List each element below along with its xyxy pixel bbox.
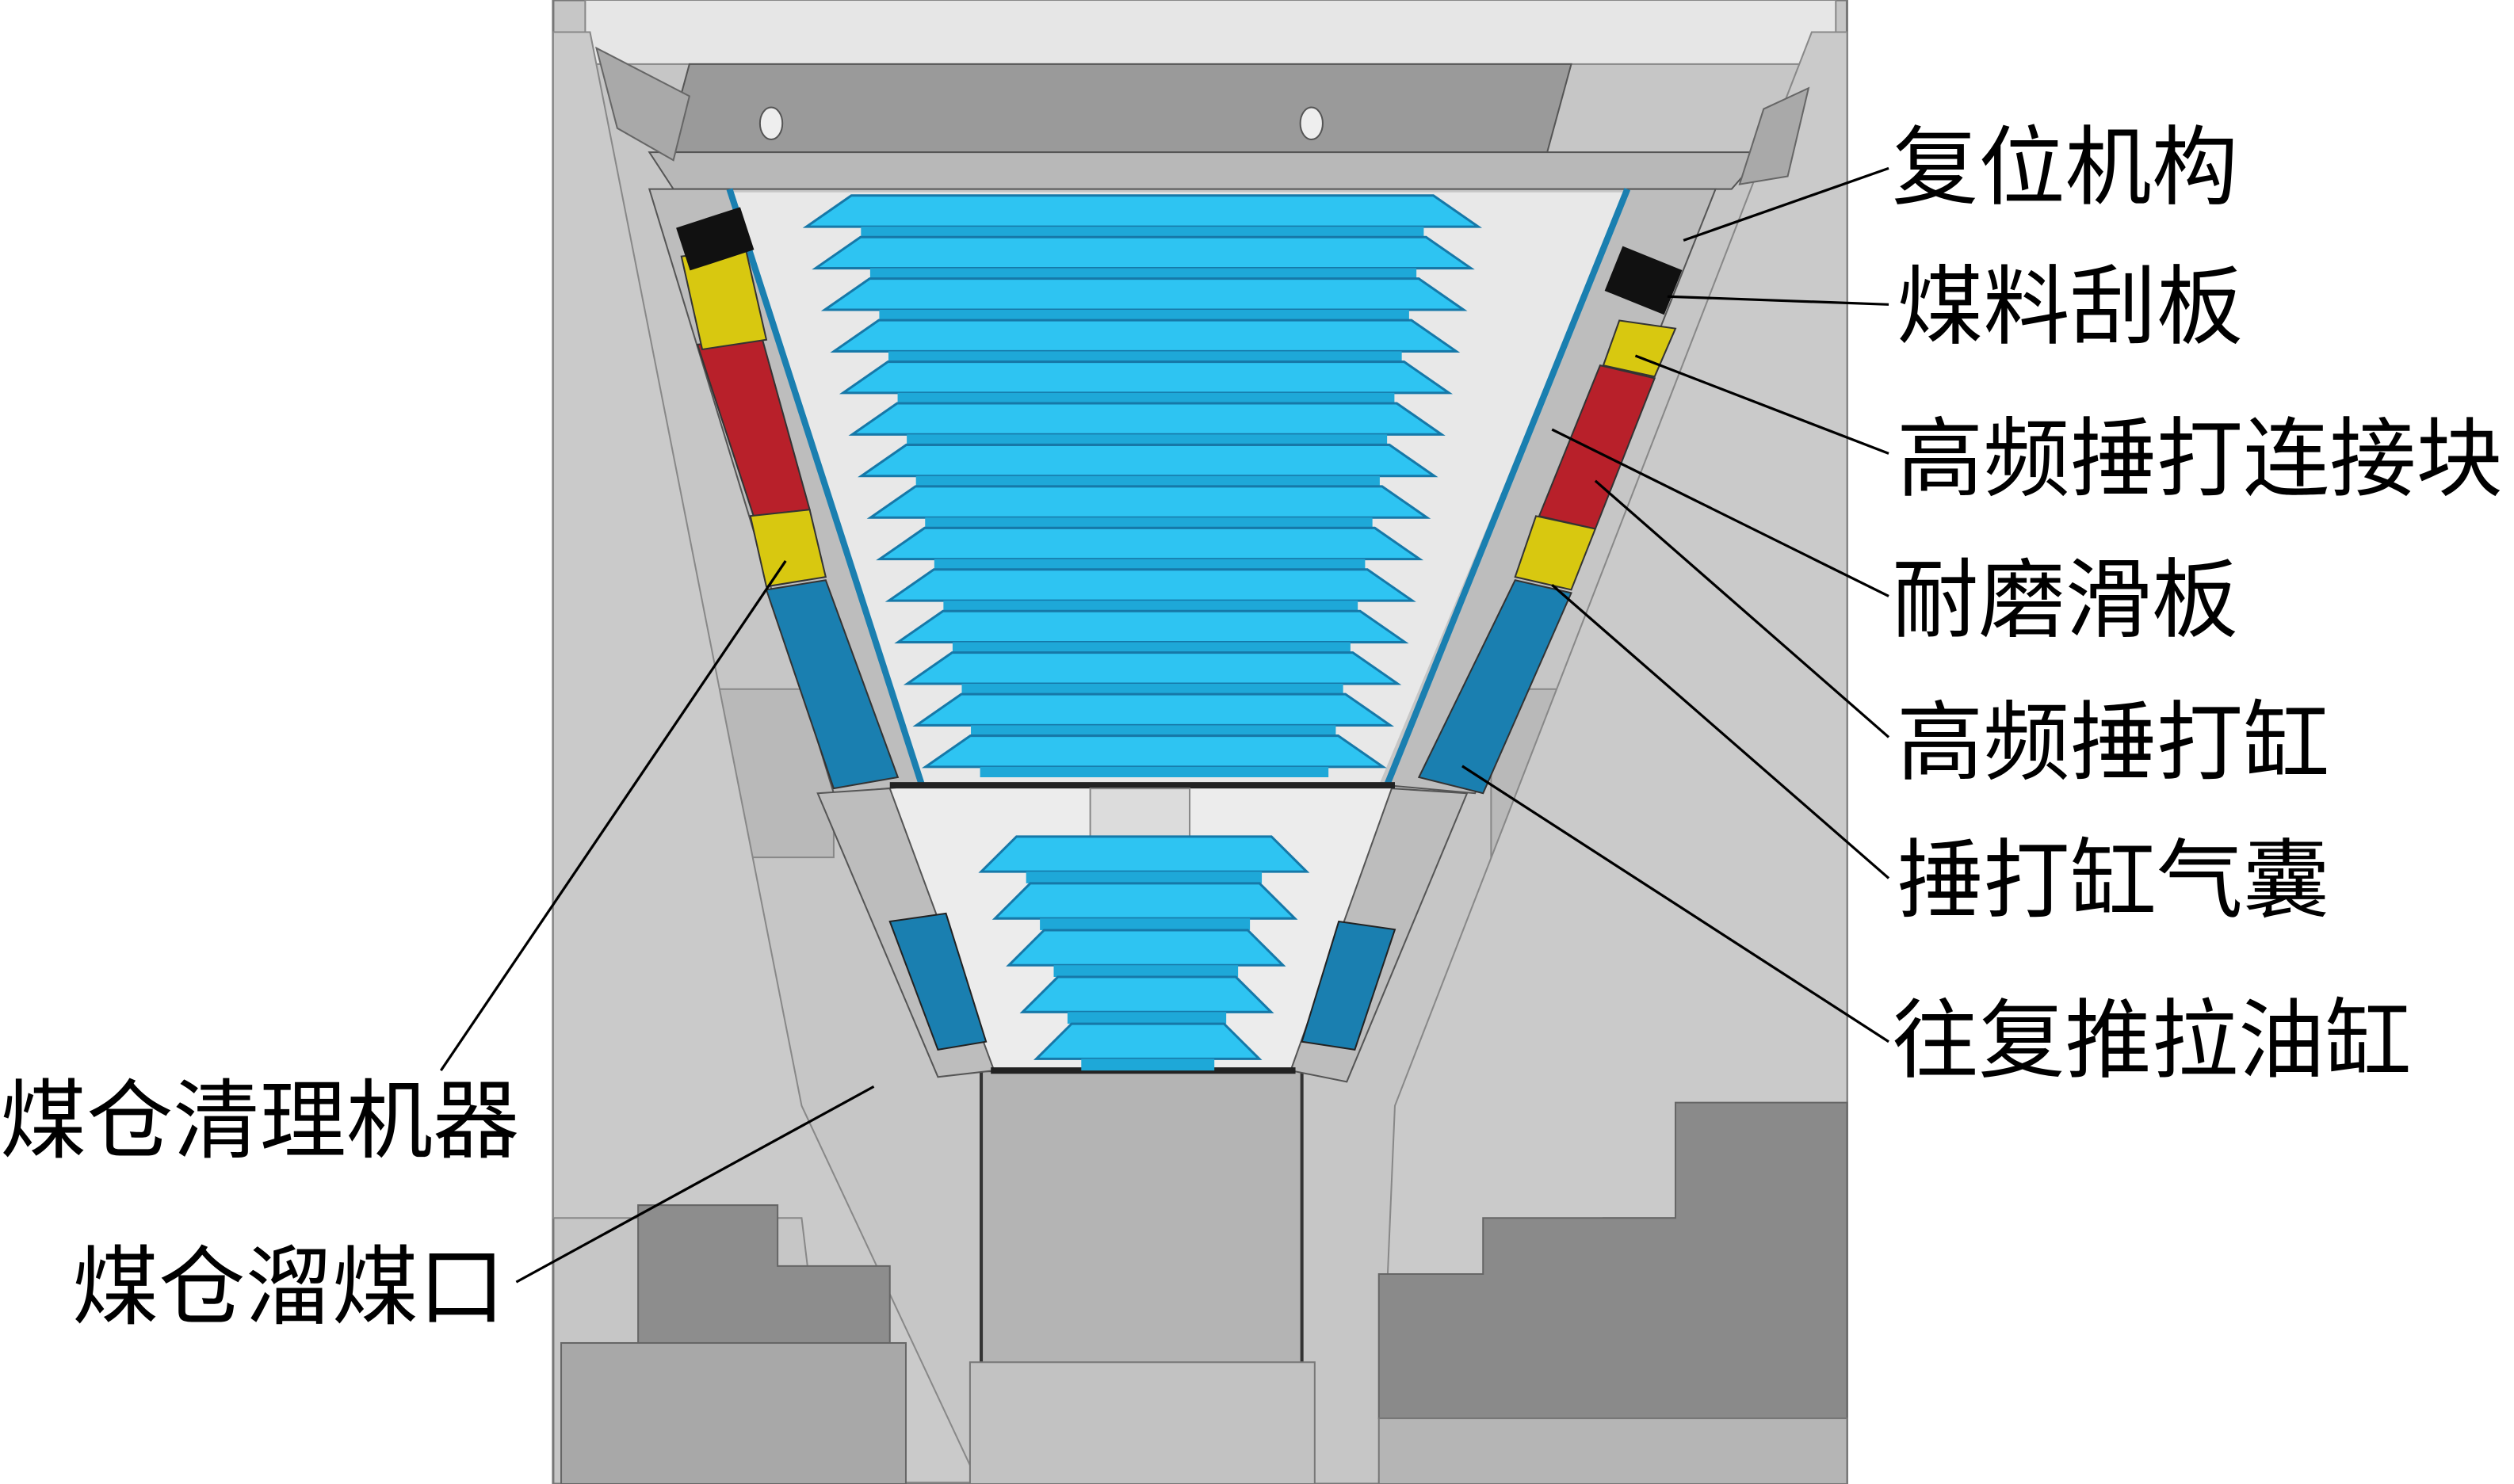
scraper-plate	[866, 485, 1431, 519]
label-hammer-cylinder: 高频捶打缸	[1897, 696, 2329, 792]
label-bunker-outlet: 煤仓溜煤口	[72, 1241, 505, 1337]
scraper-plate	[876, 526, 1424, 561]
scraper-plate-shank	[1053, 965, 1239, 978]
scraper-plate	[802, 194, 1483, 228]
scraper-plate-shank	[879, 309, 1409, 321]
scraper-plate	[820, 277, 1468, 311]
scraper-plate-shank	[961, 683, 1343, 695]
dark-block-right	[1377, 1101, 1848, 1420]
scraper-plate-shank	[1081, 1059, 1215, 1071]
scraper-plate-shank	[1040, 918, 1251, 930]
scraper-plate-shank	[907, 434, 1388, 445]
left-labels: 煤仓清理机器 煤仓溜煤口	[0, 1074, 519, 1336]
scraper-plate	[1019, 975, 1274, 1013]
right-oil-cylinder	[1417, 579, 1572, 795]
right-labels: 复位机构 煤料刮板 高频捶打连接块 耐磨滑板 高频捶打缸 捶打缸气囊 往复推拉油…	[1892, 120, 2503, 1089]
scraper-plates-lower	[978, 835, 1310, 1071]
scraper-plate	[858, 443, 1438, 478]
scraper-plate	[839, 361, 1454, 395]
label-cylinder-airbag: 捶打缸气囊	[1897, 834, 2329, 929]
leader-lines	[439, 166, 1890, 1284]
scraper-plate-shank	[915, 475, 1380, 486]
scraper-plate	[921, 734, 1387, 769]
scraper-plate	[884, 568, 1416, 602]
scraper-plate	[912, 692, 1395, 727]
label-reciprocating-oil-cylinder: 往复推拉油缸	[1892, 994, 2411, 1089]
scraper-plate	[903, 651, 1402, 685]
scraper-plate-shank	[1026, 872, 1263, 883]
scraper-plate	[1006, 929, 1286, 967]
scraper-plate	[830, 319, 1461, 353]
scraper-plate-shank	[1067, 1012, 1227, 1024]
reset-mechanism-beam	[664, 63, 1572, 154]
scraper-plate-shank	[897, 392, 1395, 403]
left-oil-cylinder	[765, 579, 900, 790]
scraper-plate-shank	[934, 559, 1366, 570]
scraper-plate-shank	[888, 351, 1402, 362]
scraper-plate-shank	[861, 227, 1424, 238]
label-coal-scraper: 煤料刮板	[1897, 260, 2243, 356]
scraper-plate-shank	[925, 517, 1373, 528]
scraper-plate-shank	[869, 268, 1417, 279]
scraper-plates-upper	[802, 194, 1483, 777]
scraper-plate	[848, 402, 1446, 436]
scraper-plate-shank	[943, 601, 1358, 612]
scraper-plate	[978, 835, 1310, 873]
scraper-plate-shank	[952, 642, 1351, 653]
scraper-plate-shank	[971, 725, 1336, 736]
scraper-plate	[812, 235, 1475, 270]
scraper-plate	[991, 882, 1298, 920]
chute-outlet	[980, 1069, 1304, 1369]
scraper-plate-shank	[980, 766, 1329, 777]
label-bunker-cleaning-machine: 煤仓清理机器	[0, 1074, 519, 1169]
label-wear-slide-plate: 耐磨滑板	[1892, 553, 2238, 649]
scraper-plate	[894, 609, 1409, 644]
label-hammer-connector: 高频捶打连接块	[1897, 412, 2503, 508]
scraper-plate	[1033, 1022, 1263, 1060]
label-reset-mechanism: 复位机构	[1892, 120, 2238, 216]
